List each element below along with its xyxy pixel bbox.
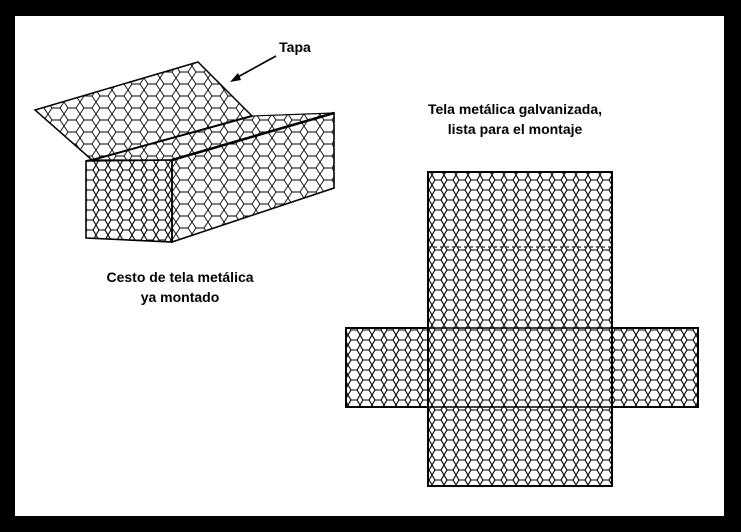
basket-label-line2: ya montado [140, 289, 220, 305]
mesh-center-panel [427, 171, 613, 487]
basket-label: Cesto de tela metálica ya montado [70, 267, 290, 307]
flat-mesh-cross [345, 171, 699, 487]
lid-label-text: Tapa [279, 39, 311, 55]
flat-mesh-label-line2: lista para el montaje [447, 121, 583, 137]
basket-front-face [85, 159, 173, 243]
flat-mesh-label: Tela metálica galvanizada, lista para el… [390, 99, 640, 139]
lid-pointer-arrow [235, 55, 277, 79]
flat-mesh-label-line1: Tela metálica galvanizada, [427, 101, 603, 117]
basket-label-line1: Cesto de tela metálica [106, 269, 254, 285]
assembled-basket [33, 61, 335, 244]
mesh-right-flap [611, 327, 699, 408]
lid-label: Tapa [265, 37, 325, 57]
mesh-left-flap [345, 327, 429, 408]
